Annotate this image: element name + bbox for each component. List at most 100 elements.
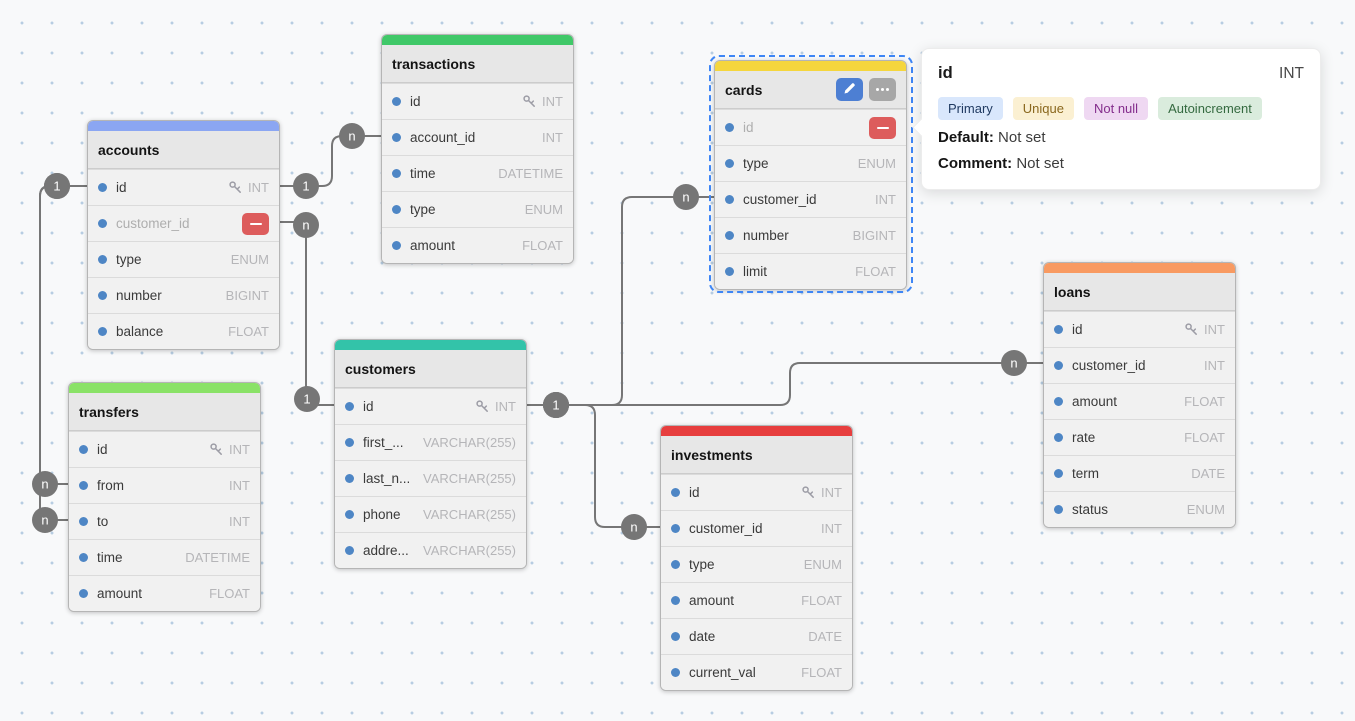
field-name: status — [1072, 502, 1109, 517]
field-name: limit — [743, 264, 767, 279]
field-name: id — [116, 180, 127, 195]
field-type: ENUM — [803, 557, 842, 572]
cardinality-marker-target[interactable] — [1001, 350, 1027, 376]
field-dot — [725, 159, 734, 168]
field-name: id — [363, 399, 374, 414]
key-icon — [228, 180, 243, 195]
cardinality-label: n — [41, 513, 48, 528]
field-dot — [345, 510, 354, 519]
field-row-customers-addre[interactable]: addre...VARCHAR(255) — [335, 532, 526, 568]
relationship-line-accounts.id-transactions.account_id[interactable] — [280, 135, 381, 187]
table-header[interactable]: transfers — [69, 393, 260, 431]
table-color-strip — [715, 61, 906, 71]
table-header[interactable]: transactions — [382, 45, 573, 83]
field-row-customers-first_[interactable]: first_...VARCHAR(255) — [335, 424, 526, 460]
table-header[interactable]: accounts — [88, 131, 279, 169]
key-icon — [475, 399, 490, 414]
field-name: type — [743, 156, 769, 171]
cardinality-marker-target[interactable] — [621, 514, 647, 540]
table-header[interactable]: cards — [715, 71, 906, 109]
field-name: first_... — [363, 435, 404, 450]
delete-field-button[interactable] — [242, 212, 269, 235]
field-name: last_n... — [363, 471, 411, 486]
cardinality-marker-source[interactable] — [294, 386, 320, 412]
field-name: time — [410, 166, 436, 181]
field-name: time — [97, 550, 123, 565]
field-name: amount — [1072, 394, 1118, 409]
field-dot — [1054, 397, 1063, 406]
relationship-line-customers.id-accounts.customer_id[interactable] — [280, 221, 334, 406]
field-dot — [345, 402, 354, 411]
field-row-cards-id[interactable]: id — [715, 109, 906, 145]
cardinality-marker-target[interactable] — [673, 184, 699, 210]
field-dot — [392, 169, 401, 178]
field-name: customer_id — [116, 216, 190, 231]
table-options-button[interactable] — [869, 78, 896, 101]
relationship-line-customers.id-loans.customer_id[interactable] — [527, 362, 1043, 406]
field-dot — [392, 241, 401, 250]
table-header[interactable]: loans — [1044, 273, 1235, 311]
delete-field-button[interactable] — [869, 116, 896, 139]
field-row-accounts-customer_id[interactable]: customer_id — [88, 205, 279, 241]
cardinality-marker-target[interactable] — [32, 471, 58, 497]
cardinality-marker-target[interactable] — [32, 507, 58, 533]
field-row-customers-last_n[interactable]: last_n...VARCHAR(255) — [335, 460, 526, 496]
table-color-strip — [335, 340, 526, 350]
cardinality-marker-source[interactable] — [293, 173, 319, 199]
cardinality-marker-target[interactable] — [293, 212, 319, 238]
cardinality-marker-source[interactable] — [543, 392, 569, 418]
table-header[interactable]: customers — [335, 350, 526, 388]
cardinality-marker-target[interactable] — [339, 123, 365, 149]
field-name: type — [116, 252, 142, 267]
table-header[interactable]: investments — [661, 436, 852, 474]
minus-icon — [249, 222, 262, 225]
edit-table-button[interactable] — [836, 78, 863, 101]
cardinality-marker-source[interactable] — [44, 173, 70, 199]
table-header-buttons — [836, 78, 896, 101]
default-value: Not set — [998, 129, 1046, 146]
table-title: loans — [1054, 283, 1091, 300]
relationship-line-customers.id-investments.customer_id[interactable] — [527, 404, 660, 528]
